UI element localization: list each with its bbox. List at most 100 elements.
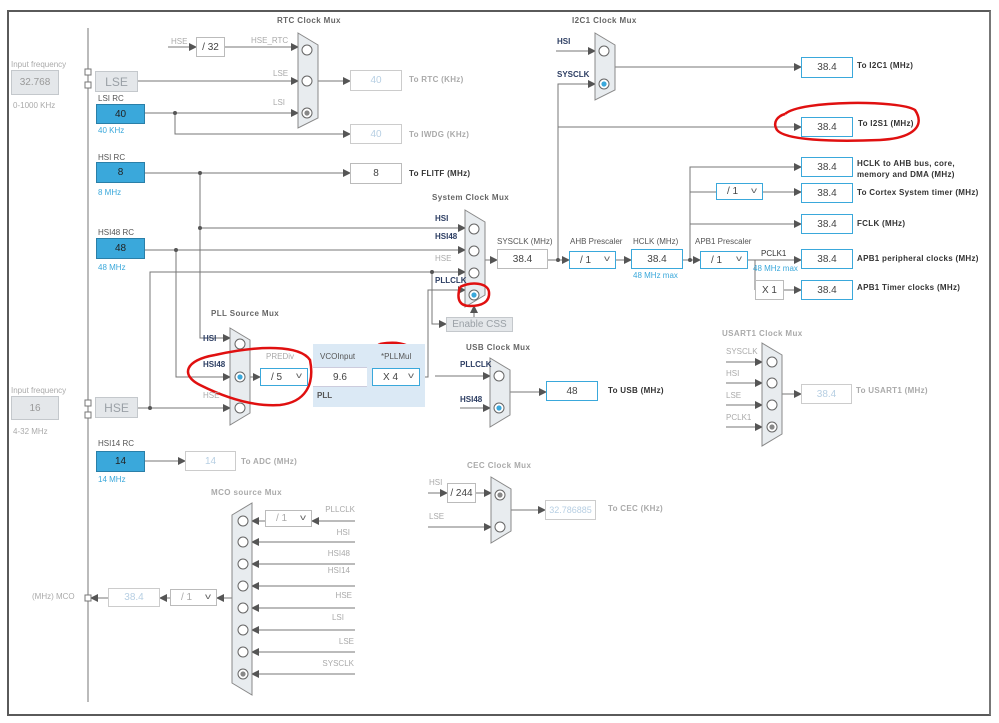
- mco-mux-radio-lse[interactable]: [237, 646, 249, 658]
- system-mux-radio-hsi48[interactable]: [468, 245, 480, 257]
- cortex-output-value[interactable]: 38.4: [801, 183, 853, 203]
- wire-css: [431, 272, 447, 328]
- wire-hse-sys: [149, 268, 466, 408]
- hsi-rc-label: HSI RC: [98, 153, 126, 162]
- lse-block[interactable]: LSE: [95, 71, 138, 92]
- rtc-mux-radio-hse_rtc[interactable]: [301, 44, 313, 56]
- pll-input-hsi: HSI: [203, 334, 217, 343]
- hse-pin-out: [84, 411, 92, 419]
- mco-label: (MHz) MCO: [32, 592, 75, 601]
- mco-input-hsi14: HSI14: [327, 566, 350, 575]
- sysclk-value[interactable]: 38.4: [497, 249, 548, 269]
- system-mux-radio-hse[interactable]: [468, 267, 480, 279]
- hse-block[interactable]: HSE: [95, 397, 138, 418]
- usb-output-label: To USB (MHz): [608, 386, 664, 395]
- hclk-ahb-output-label-line2: memory and DMA (MHz): [857, 170, 955, 179]
- lse-input-frequency-field[interactable]: 32.768: [11, 70, 59, 95]
- rtc-mux-radio-lse[interactable]: [301, 75, 313, 87]
- i2c1-input-sysclk: SYSCLK: [557, 70, 590, 79]
- usb-mux-radio-pllclk[interactable]: [493, 370, 505, 382]
- mco-pin: [84, 594, 92, 602]
- radio-selected-dot: [497, 492, 503, 498]
- mco-divider-value: / 1: [181, 592, 193, 603]
- pll-input-hse: HSE: [203, 391, 220, 400]
- cortex-output-label: To Cortex System timer (MHz): [857, 188, 979, 197]
- i2c1-output-value[interactable]: 38.4: [801, 57, 853, 78]
- usart1-mux-radio-hsi[interactable]: [766, 377, 778, 389]
- rtc-output-value[interactable]: 40: [350, 70, 402, 91]
- radio-selected-dot: [304, 110, 310, 116]
- prediv-value: / 5: [271, 371, 283, 383]
- hsi48-rc-value: 48: [96, 238, 145, 259]
- i2c1-output-label: To I2C1 (MHz): [857, 61, 914, 70]
- rtc-input-hse-rtc: HSE_RTC: [251, 36, 289, 45]
- usart1-output-value[interactable]: 38.4: [801, 384, 852, 404]
- adc-output-value[interactable]: 14: [185, 451, 236, 471]
- junction-dot: [556, 258, 560, 262]
- usart1-output-label: To USART1 (MHz): [856, 386, 928, 395]
- fclk-output-value[interactable]: 38.4: [801, 214, 853, 234]
- i2c1-mux-radio-hsi[interactable]: [598, 45, 610, 57]
- mco-mux-radio-pllclk[interactable]: [237, 515, 249, 527]
- ahb-prescaler-label: AHB Prescaler: [570, 237, 623, 246]
- iwdg-output-value[interactable]: 40: [350, 124, 402, 144]
- hse-input-frequency-field[interactable]: 16: [11, 396, 59, 420]
- cortex-divider-value: / 1: [727, 186, 739, 197]
- i2c1-mux: [594, 32, 616, 101]
- usart1-mux-radio-sysclk[interactable]: [766, 356, 778, 368]
- cec-mux-radio-lse[interactable]: [494, 521, 506, 533]
- wire-iwdg: [174, 113, 351, 138]
- cec-output-label: To CEC (KHz): [608, 504, 663, 513]
- pll-source-mux-radio-hse[interactable]: [234, 402, 246, 414]
- chevron-down-icon: v: [205, 592, 211, 601]
- pll-source-mux-radio-hsi[interactable]: [234, 338, 246, 350]
- pllmul-label: *PLLMul: [381, 352, 412, 361]
- hsi14-rc-label: HSI14 RC: [98, 439, 135, 448]
- vco-input-label: VCOInput: [320, 352, 356, 361]
- radio-selected-dot: [237, 374, 243, 380]
- flitf-output-label: To FLITF (MHz): [409, 169, 471, 178]
- mco-mux-radio-hsi[interactable]: [237, 536, 249, 548]
- lsi-rc-label: LSI RC: [98, 94, 124, 103]
- mco-mux-radio-hsi48[interactable]: [237, 558, 249, 570]
- mco-mux-radio-hsi14[interactable]: [237, 580, 249, 592]
- mco-mux-radio-hse[interactable]: [237, 602, 249, 614]
- usart1-mux-radio-lse[interactable]: [766, 399, 778, 411]
- wire-hclk-ahb-out: [689, 163, 802, 260]
- radio-selected-dot: [769, 424, 775, 430]
- hclk-ahb-output-value[interactable]: 38.4: [801, 157, 853, 177]
- pll-source-mux-title: PLL Source Mux: [211, 309, 280, 318]
- cec-input-hsi: HSI: [429, 478, 443, 487]
- apb1-peripheral-output-value[interactable]: 38.4: [801, 249, 853, 269]
- ahb-prescaler-value: / 1: [580, 254, 592, 266]
- usb-output-value[interactable]: 48: [546, 381, 598, 401]
- system-mux-radio-hsi[interactable]: [468, 223, 480, 235]
- chevron-down-icon: v: [300, 513, 306, 522]
- rtc-input-lsi: LSI: [273, 98, 286, 107]
- hsi-rc-unit: 8 MHz: [98, 188, 122, 197]
- i2s1-output-value[interactable]: 38.4: [801, 117, 853, 137]
- cec-output-value[interactable]: 32.786885: [545, 500, 596, 520]
- hclk-value[interactable]: 38.4: [631, 249, 683, 269]
- flitf-output-value[interactable]: 8: [350, 163, 402, 184]
- mco-pll-divider-select[interactable]: / 1 v: [265, 510, 312, 527]
- annotation-prediv: [186, 346, 313, 407]
- mco-input-hse: HSE: [335, 591, 352, 600]
- mco-pll-divider-value: / 1: [276, 513, 288, 524]
- cec-hsi-divider: / 244: [447, 483, 476, 503]
- mco-output-value[interactable]: 38.4: [108, 588, 160, 607]
- mco-divider-select[interactable]: / 1 v: [170, 589, 217, 606]
- sysclk-label: SYSCLK (MHz): [497, 237, 553, 246]
- mco-mux-radio-lsi[interactable]: [237, 624, 249, 636]
- sys-input-hsi48: HSI48: [435, 232, 458, 241]
- enable-css-button[interactable]: Enable CSS: [446, 317, 513, 332]
- apb1-timer-output-value[interactable]: 38.4: [801, 280, 853, 300]
- hsi48-rc-unit: 48 MHz: [98, 263, 126, 272]
- apb1-prescaler-value: / 1: [711, 254, 723, 266]
